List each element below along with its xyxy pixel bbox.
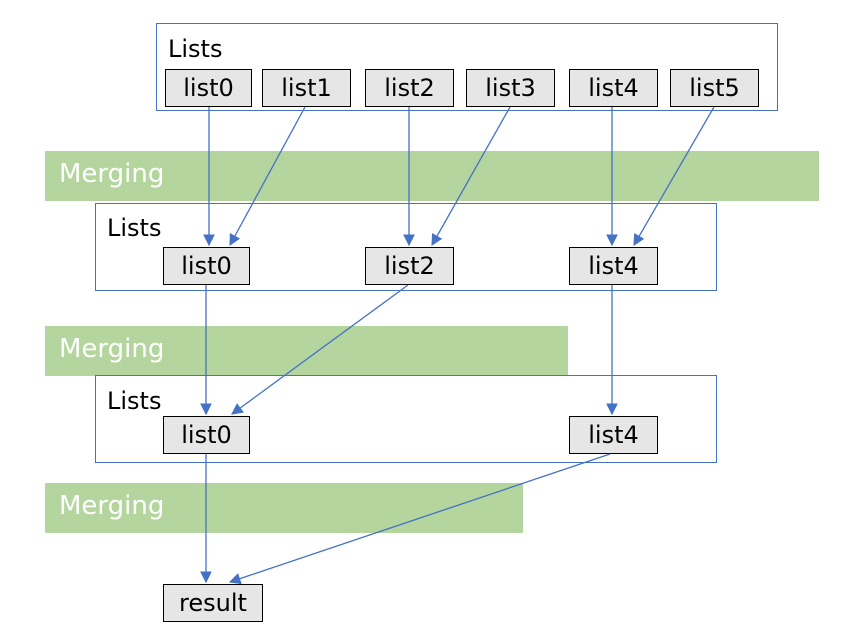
merge-arrow xyxy=(228,453,611,585)
list-node-l1-2: list2 xyxy=(365,69,454,107)
merge-band-3: Merging xyxy=(45,483,523,533)
merge-arrow xyxy=(229,106,306,247)
list-node-l1-4: list4 xyxy=(569,69,658,107)
container-title: Lists xyxy=(107,214,162,242)
merge-arrow xyxy=(231,284,409,415)
list-node-l3-0: list0 xyxy=(163,416,250,454)
merge-arrow xyxy=(633,106,715,247)
list-node-l1-5: list5 xyxy=(670,69,759,107)
list-node-l1-0: list0 xyxy=(165,69,252,107)
merge-band-label: Merging xyxy=(59,334,165,364)
list-node-l1-1: list1 xyxy=(262,69,351,107)
merge-band-2: Merging xyxy=(45,326,568,376)
list-node-l2-0: list0 xyxy=(163,247,250,285)
result-node: result xyxy=(163,584,263,622)
list-node-l2-1: list2 xyxy=(365,247,454,285)
list-node-l2-2: list4 xyxy=(569,247,658,285)
merge-band-label: Merging xyxy=(59,159,165,189)
list-node-l3-1: list4 xyxy=(569,416,658,454)
merge-band-label: Merging xyxy=(59,491,165,521)
container-title: Lists xyxy=(107,387,162,415)
merge-arrow xyxy=(431,106,511,247)
list-node-l1-3: list3 xyxy=(466,69,555,107)
container-title: Lists xyxy=(168,35,223,63)
merge-band-1: Merging xyxy=(45,151,819,201)
